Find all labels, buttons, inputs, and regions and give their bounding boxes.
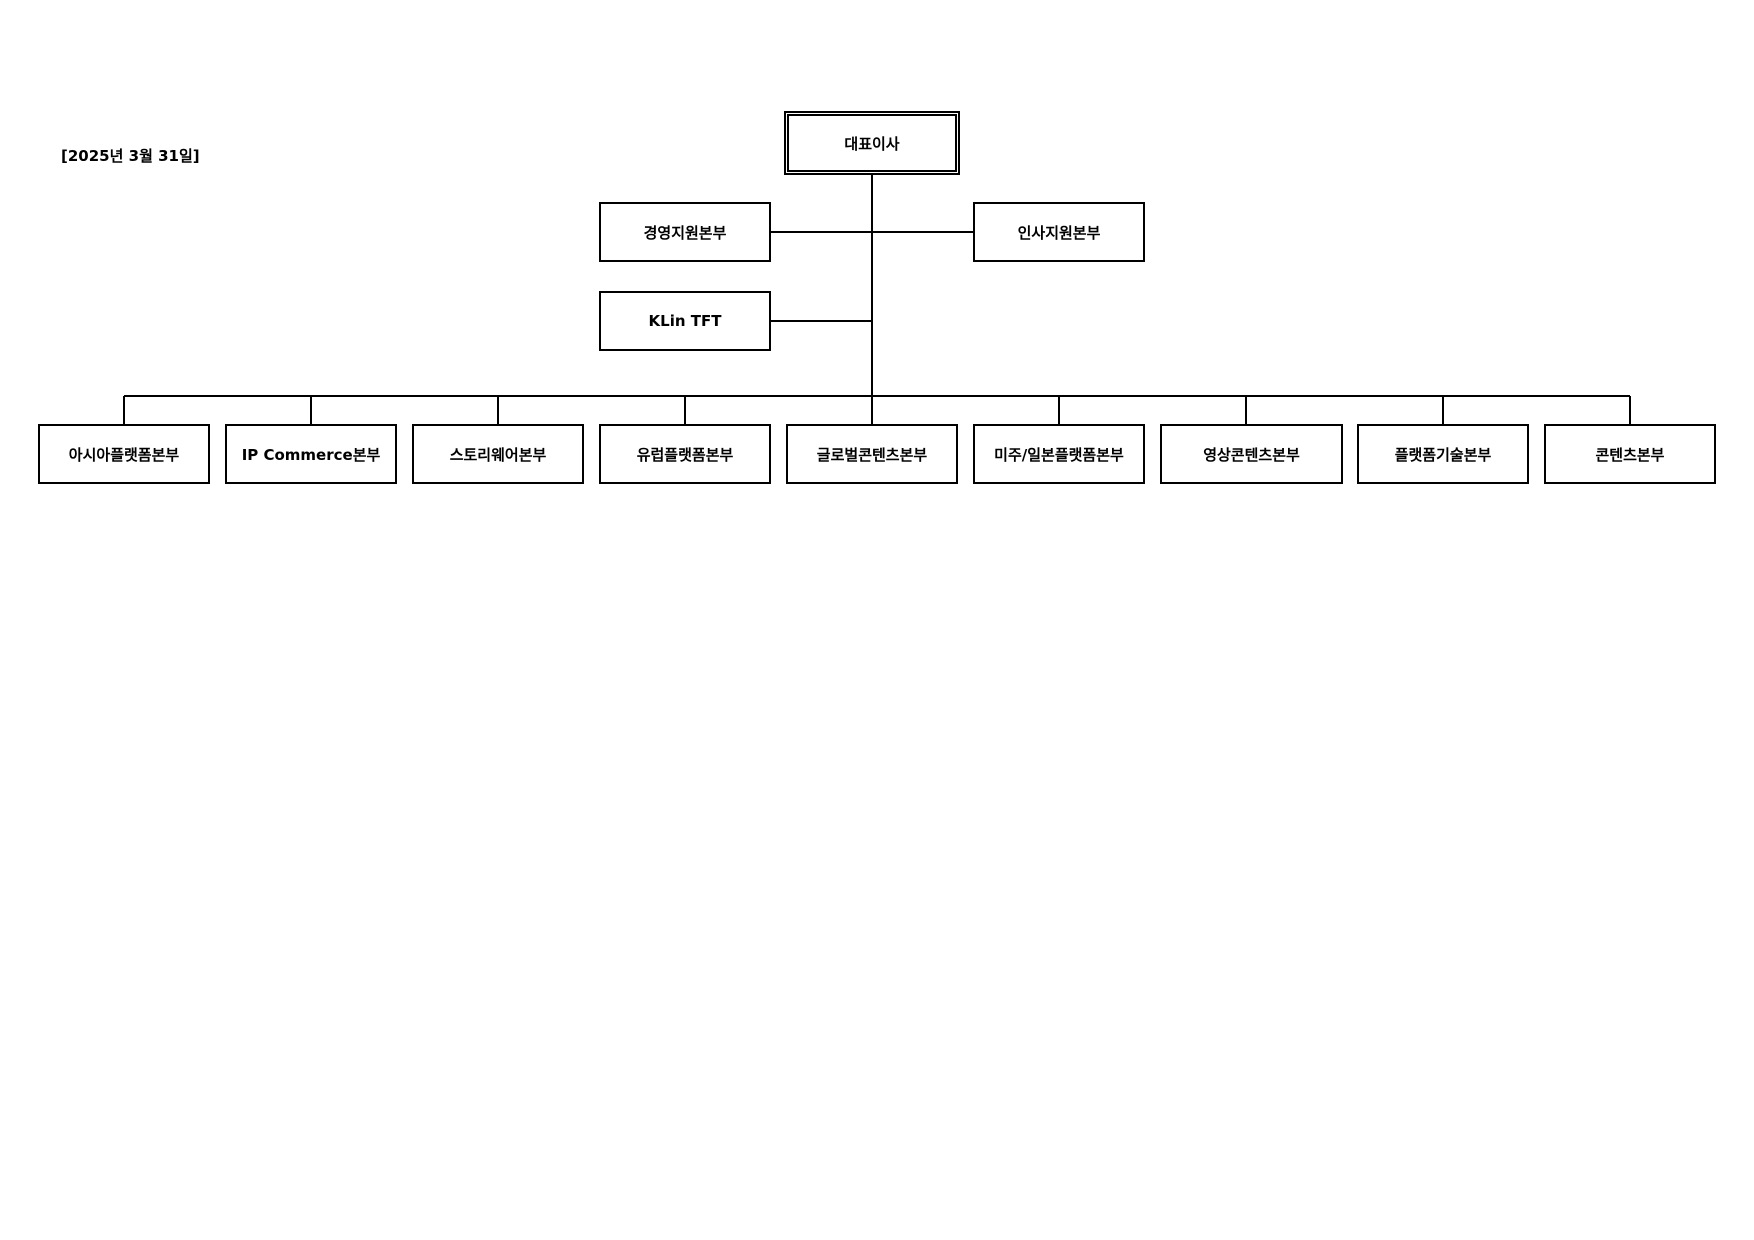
- division-label: 유럽플랫폼본부: [636, 445, 734, 464]
- division-label: 아시아플랫폼본부: [68, 445, 180, 464]
- division-box: IP Commerce본부: [225, 424, 397, 484]
- org-chart-date: [2025년 3월 31일]: [61, 147, 200, 165]
- division-box: 아시아플랫폼본부: [38, 424, 210, 484]
- staff-label: 인사지원본부: [1017, 223, 1101, 242]
- division-label: 스토리웨어본부: [449, 445, 547, 464]
- ceo-label: 대표이사: [844, 134, 900, 153]
- division-box: 영상콘텐츠본부: [1160, 424, 1343, 484]
- division-box: 콘텐츠본부: [1544, 424, 1716, 484]
- staff-box-klin-tft: KLin TFT: [599, 291, 771, 351]
- division-box: 플랫폼기술본부: [1357, 424, 1529, 484]
- division-label: 글로벌콘텐츠본부: [816, 445, 928, 464]
- staff-box-hr-support: 인사지원본부: [973, 202, 1145, 262]
- division-label: 콘텐츠본부: [1595, 445, 1665, 464]
- division-label: IP Commerce본부: [241, 445, 381, 464]
- staff-box-management-support: 경영지원본부: [599, 202, 771, 262]
- ceo-box: 대표이사: [784, 111, 960, 175]
- division-label: 영상콘텐츠본부: [1203, 445, 1300, 464]
- staff-label: KLin TFT: [648, 312, 722, 330]
- division-label: 플랫폼기술본부: [1394, 445, 1492, 464]
- staff-label: 경영지원본부: [643, 223, 727, 242]
- division-label: 미주/일본플랫폼본부: [994, 445, 1124, 464]
- division-box: 글로벌콘텐츠본부: [786, 424, 958, 484]
- division-box: 유럽플랫폼본부: [599, 424, 771, 484]
- division-box: 스토리웨어본부: [412, 424, 584, 484]
- division-box: 미주/일본플랫폼본부: [973, 424, 1145, 484]
